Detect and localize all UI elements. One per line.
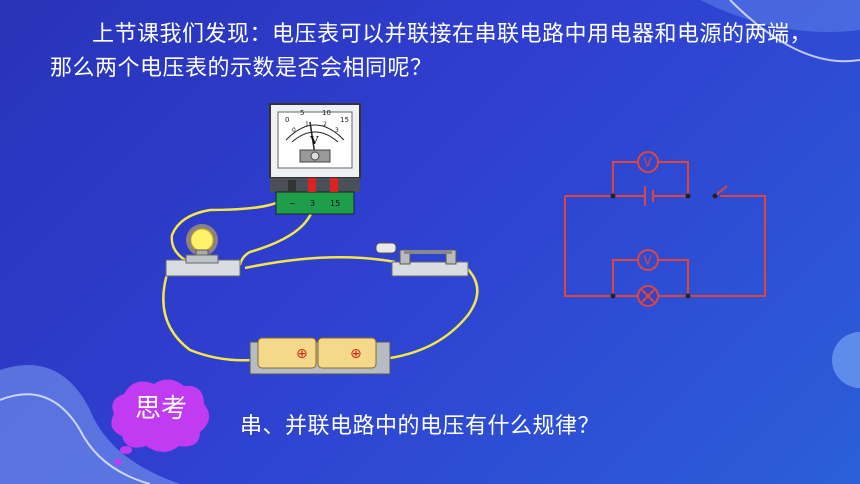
schematic-voltmeter-2-label: V [644,254,653,268]
voltmeter-inner-1: 1 [305,121,309,128]
voltmeter-scale-15: 15 [340,116,349,124]
terminal-label-3: 3 [310,199,315,208]
think-bubble-icon [111,379,210,465]
circuit-apparatus-illustration: 0 5 10 15 0 1 2 3 V − 3 15 [162,103,479,375]
voltmeter-inner-2: 2 [323,121,327,128]
battery-mark-1: ⊕ [296,346,308,362]
decor-bottom-left-swoosh [0,365,180,484]
voltmeter-scale-0: 0 [285,116,289,124]
light-bulb-component [165,224,241,277]
terminal-label-negative: − [289,199,296,208]
question-text: 串、并联电路中的电压有什么规律？ [240,414,601,439]
circuit-schematic-diagram: V V [564,151,766,307]
voltmeter-scale-10: 10 [322,109,331,117]
intro-paragraph: 上节课我们发现：电压表可以并联接在串联电路中用电器和电源的两端，那么两个电压表的… [50,22,813,81]
battery-mark-2: ⊕ [350,346,362,362]
schematic-voltmeter-1-label: V [644,156,653,170]
knife-switch-component [375,242,469,277]
voltmeter-scale-5: 5 [300,109,304,117]
voltmeter-device: 0 5 10 15 0 1 2 3 V − 3 15 [269,103,361,215]
decor-top-right-swoosh [700,0,860,63]
schematic-voltmeter-2 [637,249,659,271]
schematic-voltmeter-1 [637,151,659,173]
battery-pack-component: ⊕ ⊕ [249,337,391,375]
terminal-label-15: 15 [330,199,340,208]
voltmeter-unit-label: V [309,134,319,147]
decor-right-circle [832,332,860,388]
voltmeter-inner-3: 3 [335,127,339,134]
voltmeter-inner-0: 0 [292,127,296,134]
think-label: 思考 [134,394,187,424]
